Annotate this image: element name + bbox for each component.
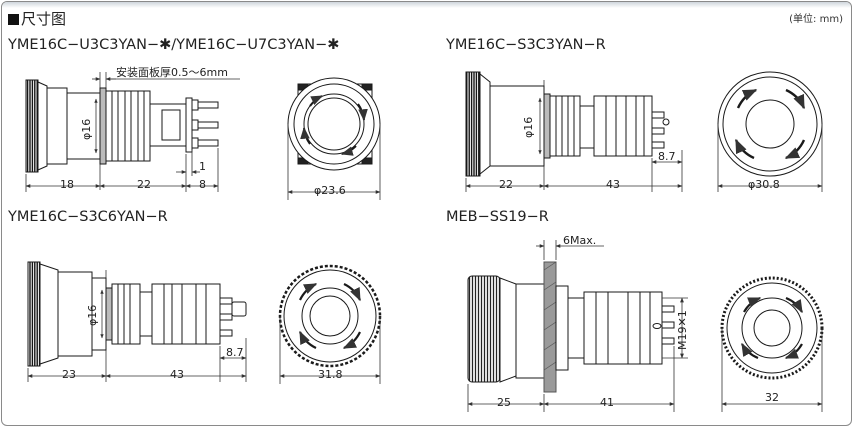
model-label-3: YME16C−S3C6YAN−R bbox=[8, 209, 168, 225]
dim-m2-43: 43 bbox=[606, 178, 620, 191]
drawing-1-side-view bbox=[25, 72, 219, 190]
dim-m1-8: 8 bbox=[199, 178, 206, 191]
drawing-3-side-view bbox=[27, 261, 247, 382]
drawing-2-front-dimension-lines bbox=[717, 124, 823, 192]
drawing-1-front-view bbox=[287, 77, 381, 171]
dim-m3-front-diameter: 31.8 bbox=[318, 368, 343, 381]
model-label-4: MEB−SS19−R bbox=[446, 209, 549, 225]
drawing-3-dimensions bbox=[27, 338, 247, 382]
drawing-4-front-dimension-lines bbox=[721, 328, 823, 412]
drawing-1-front-dimension-lines bbox=[287, 124, 381, 200]
unit-label: (单位: mm) bbox=[789, 14, 843, 25]
drawing-2-front-view bbox=[717, 71, 823, 177]
page-title: 尺寸图 bbox=[8, 12, 66, 27]
drawing-4-side-view bbox=[467, 261, 675, 393]
drawing-4-dimensions bbox=[467, 240, 688, 412]
drawing-2-side-view bbox=[465, 71, 670, 190]
dim-m1-diameter-16: φ16 bbox=[80, 119, 93, 140]
drawing-2-dimensions bbox=[465, 150, 683, 192]
dim-m2-8-7: 8.7 bbox=[658, 150, 676, 163]
drawing-1-dimensions bbox=[25, 77, 240, 192]
dim-m3-23: 23 bbox=[62, 368, 76, 381]
dim-m3-8-7: 8.7 bbox=[226, 346, 244, 359]
dim-m1-front-diameter: φ23.6 bbox=[314, 184, 346, 197]
dim-m4-25: 25 bbox=[497, 396, 511, 409]
drawing-3-front-dimension-lines bbox=[279, 316, 381, 384]
square-bullet-icon bbox=[8, 14, 19, 25]
drawing-3-front-view bbox=[278, 264, 382, 368]
dim-m2-front-diameter: φ30.8 bbox=[748, 178, 780, 191]
dim-m1-1: 1 bbox=[199, 160, 206, 173]
dim-panel-thickness-note: 安装面板厚0.5〜6mm bbox=[116, 65, 228, 79]
drawing-4-front-view bbox=[720, 276, 824, 380]
dim-m3-43: 43 bbox=[170, 368, 184, 381]
model-label-2: YME16C−S3C3YAN−R bbox=[446, 37, 606, 53]
dim-m4-41: 41 bbox=[600, 396, 614, 409]
frame-header-bar bbox=[2, 2, 851, 8]
model-label-1: YME16C−U3C3YAN−✱/YME16C−U7C3YAN−✱ bbox=[8, 37, 340, 53]
dim-m4-6max: 6Max. bbox=[563, 234, 596, 247]
title-text: 尺寸图 bbox=[21, 10, 67, 28]
dim-m2-22: 22 bbox=[499, 178, 513, 191]
dim-m1-18: 18 bbox=[60, 178, 74, 191]
dim-m4-front-32: 32 bbox=[765, 391, 779, 404]
dim-m2-diameter-16: φ16 bbox=[522, 117, 535, 138]
dim-m1-22: 22 bbox=[137, 178, 151, 191]
dim-m3-diameter-16: φ16 bbox=[86, 305, 99, 326]
dim-m4-thread-m19x1: M19✕1 bbox=[676, 310, 689, 350]
